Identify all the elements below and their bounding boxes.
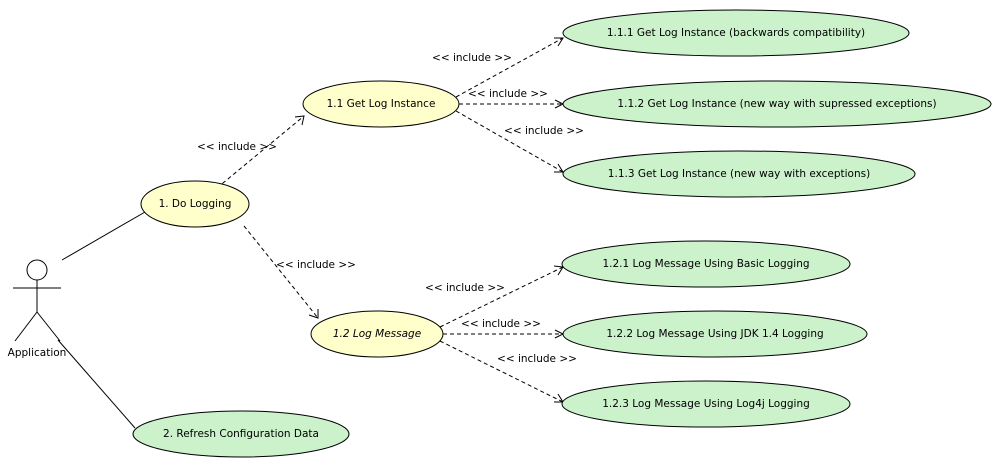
use-case-label: 1.2 Log Message: [333, 328, 421, 340]
include-label: << include >>: [432, 52, 512, 64]
actor-application[interactable]: Application: [8, 259, 67, 359]
include-log-message-to-log4j: [439, 340, 564, 403]
include-do-logging-to-log-message: [243, 225, 319, 319]
include-label: << include >>: [497, 353, 577, 365]
use-case-label: 1.2.3 Log Message Using Log4j Logging: [602, 398, 810, 410]
association-do-logging: [61, 211, 146, 261]
use-case-refresh-config[interactable]: 2. Refresh Configuration Data: [132, 410, 350, 458]
use-case-get-log-backwards[interactable]: 1.1.1 Get Log Instance (backwards compat…: [562, 9, 910, 57]
include-label: << include >>: [461, 318, 541, 330]
include-label: << include >>: [468, 88, 548, 100]
include-do-logging-to-get-log-instance: [216, 115, 305, 189]
include-label: << include >>: [425, 282, 505, 294]
use-case-label: 1.1.3 Get Log Instance (new way with exc…: [608, 168, 870, 180]
use-case-get-log-supressed[interactable]: 1.1.2 Get Log Instance (new way with sup…: [562, 80, 992, 128]
include-label: << include >>: [197, 141, 277, 153]
use-case-label: 1.2.1 Log Message Using Basic Logging: [602, 258, 809, 270]
actor-head: [26, 259, 48, 281]
actor-left-leg: [14, 311, 38, 342]
use-case-get-log-instance[interactable]: 1.1 Get Log Instance: [302, 80, 460, 128]
include-get-log-to-exceptions: [455, 110, 564, 173]
include-label: << include >>: [276, 259, 356, 271]
include-get-log-to-supressed: [459, 99, 565, 109]
use-case-label: 1.1.2 Get Log Instance (new way with sup…: [617, 98, 936, 110]
association-refresh-config: [57, 339, 136, 429]
use-case-label: 2. Refresh Configuration Data: [163, 428, 319, 440]
use-case-do-logging[interactable]: 1. Do Logging: [140, 180, 250, 228]
include-get-log-to-backwards: [455, 37, 564, 98]
include-log-message-to-jdk: [443, 329, 565, 339]
use-case-label: 1. Do Logging: [159, 198, 232, 210]
actor-right-leg: [36, 311, 61, 342]
include-label: << include >>: [504, 125, 584, 137]
use-case-label: 1.1 Get Log Instance: [327, 98, 436, 110]
use-case-label: 1.1.1 Get Log Instance (backwards compat…: [607, 27, 865, 39]
actor-label: Application: [8, 347, 67, 359]
use-case-log-basic[interactable]: 1.2.1 Log Message Using Basic Logging: [561, 240, 851, 288]
use-case-label: 1.2.2 Log Message Using JDK 1.4 Logging: [606, 328, 823, 340]
use-case-log-jdk[interactable]: 1.2.2 Log Message Using JDK 1.4 Logging: [562, 310, 868, 358]
use-case-get-log-exceptions[interactable]: 1.1.3 Get Log Instance (new way with exc…: [562, 150, 916, 198]
use-case-log-log4j[interactable]: 1.2.3 Log Message Using Log4j Logging: [561, 380, 851, 428]
use-case-log-message[interactable]: 1.2 Log Message: [310, 310, 444, 358]
